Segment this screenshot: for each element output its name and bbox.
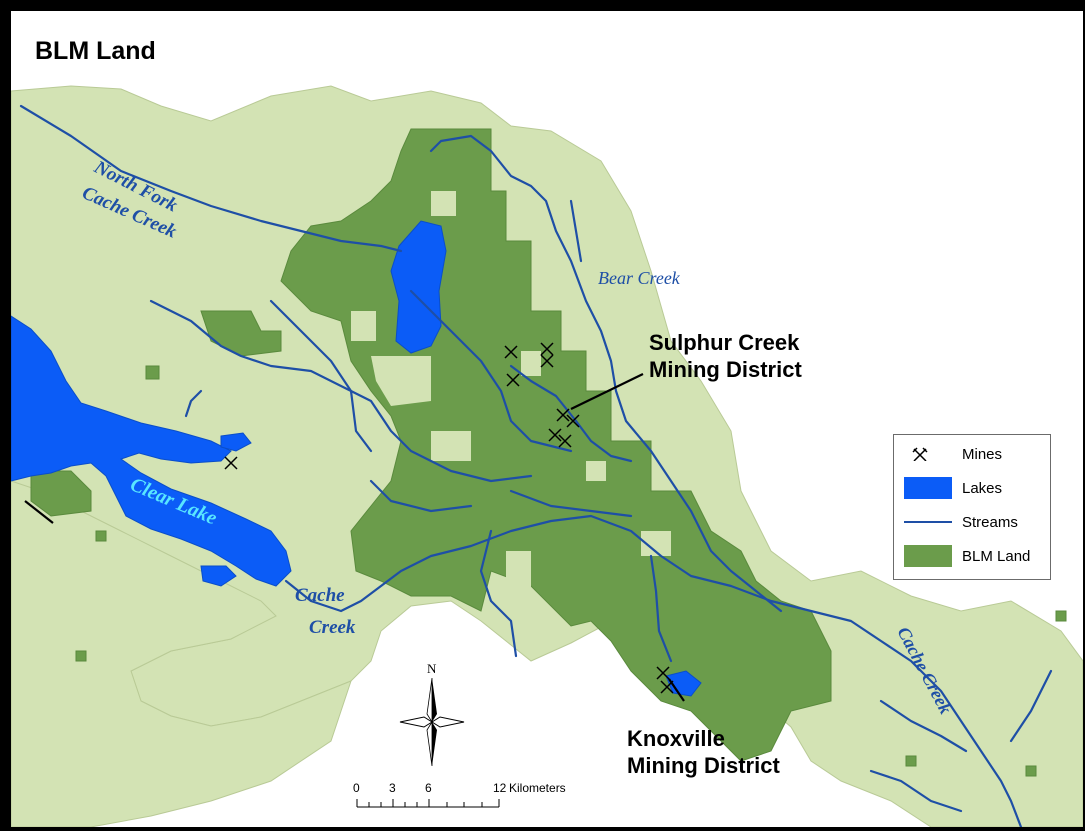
label-cache-2: Creek <box>309 617 356 638</box>
mine-icon <box>548 428 562 442</box>
legend-label: Streams <box>962 514 1018 531</box>
stream-south-3 <box>649 554 673 663</box>
mine-icon <box>540 354 554 368</box>
blm-swatch <box>904 545 952 567</box>
stream-south-4 <box>369 479 473 513</box>
mine-icon <box>566 414 580 428</box>
blm-parcel-small-5 <box>1025 765 1037 777</box>
cache-creek-main <box>284 514 1023 827</box>
map-legend: Mines Lakes Streams BLM Land <box>893 434 1051 580</box>
stream-east-2 <box>869 769 963 813</box>
legend-item-blm: BLM Land <box>894 541 1050 571</box>
knoxville-district-label: Knoxville Mining District <box>627 725 780 779</box>
terrain-lower-left <box>11 480 352 827</box>
district-label-line: Mining District <box>649 357 802 382</box>
blm-parcel-small-1 <box>145 365 160 380</box>
north-fork-cache-creek <box>19 104 403 253</box>
indian-valley-reservoir <box>390 220 447 354</box>
stream-east-3 <box>1009 669 1053 743</box>
knoxville-pond <box>665 670 702 697</box>
scale-bar-labels: 0 3 6 12 Kilometers <box>346 781 606 799</box>
bear-creek <box>429 134 783 613</box>
mine-icon <box>556 408 570 422</box>
stream-east-1 <box>879 699 968 753</box>
blm-parcel-small-3 <box>75 650 87 662</box>
mine-icon <box>224 456 238 470</box>
mine-icon <box>540 342 554 356</box>
north-arrow-label: N <box>427 661 437 676</box>
legend-label: BLM Land <box>962 548 1031 565</box>
district-label-line: Sulphur Creek <box>649 330 800 355</box>
stream-clear-lake-inlet <box>184 389 203 418</box>
stream-west-tributary <box>149 299 533 483</box>
lake-swatch <box>904 477 952 499</box>
clear-lake-islet <box>200 565 237 587</box>
blm-parcel-small-6 <box>1055 610 1067 622</box>
scale-bar <box>356 799 500 808</box>
mine-icon <box>912 447 928 461</box>
stream-trib-2 <box>269 299 373 453</box>
legend-item-lakes: Lakes <box>894 473 1050 503</box>
stream-south-1 <box>479 529 518 658</box>
leader-lines <box>24 373 685 702</box>
streams <box>19 104 1053 827</box>
district-label-line: Mining District <box>627 753 780 778</box>
blm-parcel-small-7 <box>95 530 107 542</box>
label-bear-creek: Bear Creek <box>598 268 681 288</box>
sulphur-creek-district-label: Sulphur Creek Mining District <box>649 329 802 383</box>
north-arrow: N <box>399 661 465 767</box>
west-edge-marker <box>24 500 54 524</box>
legend-label: Lakes <box>962 480 1003 497</box>
stream-line <box>904 521 952 523</box>
sulphur-leader-line <box>570 373 644 410</box>
scale-tick-label: 12 <box>493 781 507 795</box>
map-title: BLM Land <box>35 37 156 65</box>
legend-label: Mines <box>962 446 1003 463</box>
small-pond-east <box>220 432 252 452</box>
legend-item-mines: Mines <box>894 439 1050 469</box>
scale-tick-label: 0 <box>353 781 360 795</box>
non-blm-holes <box>351 191 671 591</box>
mine-icon <box>504 345 518 359</box>
mine-icon <box>506 373 520 387</box>
mine-icon <box>558 434 572 448</box>
scale-tick-label: 6 <box>425 781 432 795</box>
stream-south-2 <box>509 489 633 518</box>
scale-unit-label: Kilometers <box>509 781 566 795</box>
scale-tick-label: 3 <box>389 781 396 795</box>
clear-lake-shape <box>11 315 292 587</box>
stream-trib-3 <box>409 289 573 453</box>
map-frame: North Fork Cache Creek Bear Creek Clear … <box>11 11 1083 827</box>
mines <box>224 342 674 694</box>
lakes <box>11 220 702 697</box>
sulphur-creek <box>509 364 633 463</box>
district-label-line: Knoxville <box>627 726 725 751</box>
bear-creek-trib <box>569 199 583 263</box>
knoxville-leader-line <box>668 678 685 702</box>
legend-item-streams: Streams <box>894 507 1050 537</box>
mine-icon <box>656 666 670 680</box>
label-cache-1: Cache <box>295 585 345 606</box>
blm-parcel-small-4 <box>905 755 917 767</box>
blm-parcel-small-2 <box>30 470 92 517</box>
map-canvas[interactable]: North Fork Cache Creek Bear Creek Clear … <box>11 11 1083 827</box>
